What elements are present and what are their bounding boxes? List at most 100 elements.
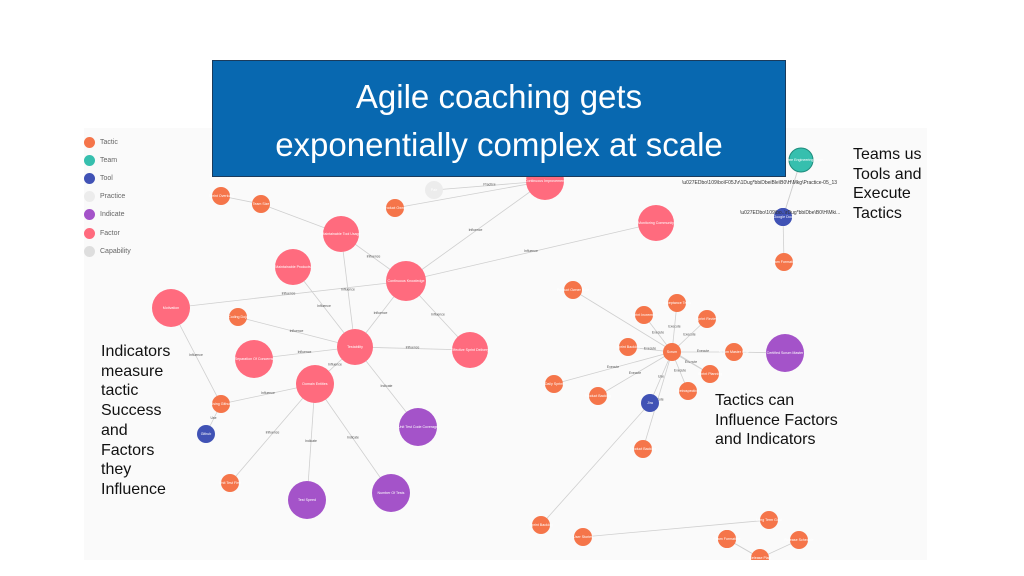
graph-node-circle[interactable] [425, 181, 443, 199]
graph-node-circle[interactable] [152, 289, 190, 327]
graph-node-circle[interactable] [323, 216, 359, 252]
graph-node[interactable]: Maintainable Tool Usage [321, 216, 361, 252]
graph-node-circle[interactable] [663, 343, 681, 361]
graph-node[interactable]: Release Schedule [784, 531, 814, 549]
graph-node[interactable]: Unit Test First [219, 474, 241, 492]
graph-node[interactable]: Using Github [211, 395, 232, 413]
graph-edge [405, 180, 546, 282]
graph-node-circle[interactable] [452, 332, 488, 368]
graph-node[interactable]: Product Backlog [630, 440, 656, 458]
graph-node[interactable]: Product Owner [383, 199, 408, 217]
legend-swatch [84, 172, 95, 184]
graph-node-circle[interactable] [790, 531, 808, 549]
graph-node[interactable]: Team Formation [714, 530, 740, 548]
graph-node[interactable]: Number Of Tests [372, 474, 410, 512]
graph-node[interactable]: Sprint Increment [631, 306, 657, 324]
graph-node[interactable]: Software Engineering Team [779, 147, 823, 173]
graph-node-circle[interactable] [386, 261, 426, 301]
graph-node-circle[interactable] [634, 440, 652, 458]
graph-node-circle[interactable] [252, 195, 270, 213]
graph-node-circle[interactable] [399, 408, 437, 446]
graph-node-circle[interactable] [760, 511, 778, 529]
graph-node-circle[interactable] [574, 528, 592, 546]
graph-node[interactable]: Product Owner Role [557, 281, 589, 299]
knowledge-graph[interactable]: InfluenceInfluenceInfluenceInfluenceInfl… [84, 128, 927, 560]
graph-node-circle[interactable] [221, 474, 239, 492]
graph-node[interactable]: Scrum [663, 343, 681, 361]
graph-node-circle[interactable] [701, 365, 719, 383]
graph-node[interactable]: Team Size [252, 195, 270, 213]
graph-node[interactable]: Separation Of Concerns [235, 340, 274, 378]
graph-node[interactable]: Jira [641, 394, 659, 412]
graph-edge-label: Practice [483, 183, 495, 187]
graph-node[interactable]: Sprint Overload [209, 187, 234, 205]
graph-node-circle[interactable] [635, 306, 653, 324]
graph-edge [340, 233, 356, 348]
graph-edge [354, 346, 471, 351]
graph-node[interactable]: Certified Scrum Master [766, 334, 804, 372]
graph-node-circle[interactable] [545, 375, 563, 393]
graph-node-circle[interactable] [774, 208, 792, 226]
graph-node[interactable]: Release Plan [749, 549, 771, 560]
graph-node-circle[interactable] [212, 187, 230, 205]
graph-node-circle[interactable] [197, 425, 215, 443]
graph-node[interactable]: Unit Test Code Coverage [398, 408, 438, 446]
graph-node-circle[interactable] [668, 294, 686, 312]
legend-item: Team [84, 151, 131, 169]
graph-node[interactable]: Pair [425, 181, 443, 199]
graph-node-circle[interactable] [638, 205, 674, 241]
graph-edge-label: Influence [341, 288, 355, 292]
graph-node[interactable]: Monitoring Community [638, 205, 674, 241]
graph-node-circle[interactable] [679, 382, 697, 400]
graph-node-circle[interactable] [788, 147, 814, 173]
graph-node[interactable]: Acceptance Tests [663, 294, 691, 312]
graph-node-circle[interactable] [296, 365, 334, 403]
graph-node[interactable]: Daily Sprint [545, 375, 563, 393]
graph-node[interactable]: Sprint Backlog [529, 516, 553, 534]
graph-node-circle[interactable] [386, 199, 404, 217]
graph-node[interactable]: Effective Sprint Delivery [451, 332, 489, 368]
graph-node[interactable]: Sprint Planning [698, 365, 722, 383]
graph-node-circle[interactable] [718, 530, 736, 548]
graph-node-circle[interactable] [235, 340, 273, 378]
graph-edge-label: Indicate [347, 436, 359, 440]
annotation-line: Tools and [853, 165, 922, 183]
graph-node-circle[interactable] [288, 481, 326, 519]
graph-node-circle[interactable] [372, 474, 410, 512]
graph-node[interactable]: Domain Entities [296, 365, 334, 403]
graph-node-circle[interactable] [775, 253, 793, 271]
legend-swatch [84, 227, 95, 239]
graph-node-circle[interactable] [337, 329, 373, 365]
graph-node[interactable]: Product Backlog [585, 387, 611, 405]
graph-node-circle[interactable] [589, 387, 607, 405]
graph-node-circle[interactable] [229, 308, 247, 326]
graph-node[interactable]: Sprint Review [696, 310, 719, 328]
graph-node[interactable]: Long Term Goal [756, 511, 782, 529]
graph-node-circle[interactable] [532, 516, 550, 534]
graph-node-circle[interactable] [751, 549, 769, 560]
graph-node[interactable]: Google Doc [774, 208, 793, 226]
graph-node-circle[interactable] [766, 334, 804, 372]
graph-node[interactable]: Team Formation [771, 253, 797, 271]
graph-node[interactable]: Sprint Backlog [616, 338, 640, 356]
graph-node[interactable]: User Stories [573, 528, 593, 546]
graph-node-circle[interactable] [212, 395, 230, 413]
graph-edge-label: Execute [697, 349, 709, 353]
graph-node-circle[interactable] [641, 394, 659, 412]
graph-node[interactable]: Retrospective [677, 382, 699, 400]
graph-node[interactable]: Github [197, 425, 215, 443]
graph-node[interactable]: Motivation [152, 289, 190, 327]
graph-node-circle[interactable] [698, 310, 716, 328]
graph-node[interactable]: Scrum Master Role [719, 343, 750, 361]
graph-node[interactable]: Testability [337, 329, 373, 365]
graph-node[interactable]: Continuous Knowledge [386, 261, 426, 301]
graph-node-circle[interactable] [275, 249, 311, 285]
graph-node-circle[interactable] [564, 281, 582, 299]
graph-node[interactable]: Test Speed [288, 481, 326, 519]
graph-node[interactable]: Coding Dojo [228, 308, 248, 326]
graph-node-circle[interactable] [619, 338, 637, 356]
graph-node-label: Google Doc [774, 215, 793, 219]
graph-node-circle[interactable] [725, 343, 743, 361]
graph-node[interactable]: Maintainable Products [275, 249, 311, 285]
